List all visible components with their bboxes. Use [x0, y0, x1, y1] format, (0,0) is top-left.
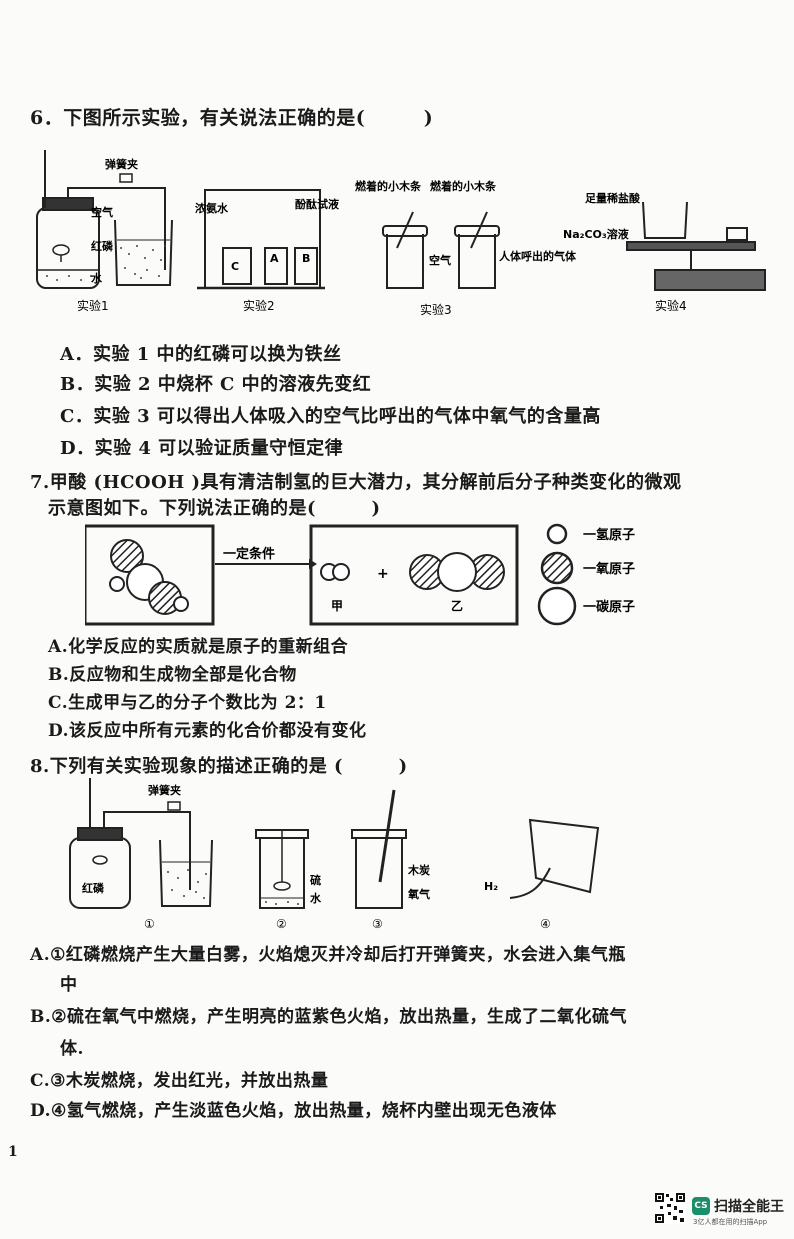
q6-option-a: A．实验 1 中的红磷可以换为铁丝	[60, 344, 342, 365]
q7-product2: 乙	[451, 599, 463, 613]
q7-option-d: D.该反应中所有元素的化合价都没有变化	[48, 721, 367, 741]
label-phenol: 酚酞试液	[295, 197, 340, 211]
q7-stem-line2: 示意图如下。下列说法正确的是( )	[48, 498, 381, 519]
q7-product1: 甲	[331, 599, 343, 613]
q8-caption-1: ①	[144, 917, 155, 931]
q6-stem: 6．下图所示实验，有关说法正确的是( )	[30, 107, 434, 129]
q8-label-oxygen: 氧气	[407, 887, 430, 901]
caption-exp3: 实验3	[420, 302, 452, 317]
label-red-phosphorus: 红磷	[91, 239, 114, 253]
label-spring-clip: 弹簧夹	[105, 157, 138, 171]
q8-option-a: A.①红磷燃烧产生大量白雾，火焰熄灭并冷却后打开弹簧夹，水会进入集气瓶	[30, 945, 626, 965]
label-conc-ammonia: 浓氨水	[195, 201, 229, 215]
q6-option-c: C．实验 3 可以得出人体吸入的空气比呼出的气体中氧气的含量高	[60, 406, 601, 427]
label-burning-stick-2: 燃着的小木条	[429, 179, 497, 193]
caption-exp2: 实验2	[243, 298, 275, 313]
caption-exp1: 实验1	[77, 298, 109, 313]
q7-plus: +	[377, 566, 389, 582]
q8-caption-3: ③	[372, 917, 383, 931]
q8-option-a-cont: 中	[60, 975, 78, 995]
q7-legend-c: 一碳原子	[583, 599, 635, 615]
q8-label-water: 水	[310, 891, 322, 905]
q6-figure: 弹簧夹 空气 红磷 水 实验1 浓氨水 酚酞试液 C A B 实验2 燃着的小木…	[36, 150, 766, 317]
q7-arrow-label: 一定条件	[223, 546, 275, 562]
q8-option-d: D.④氢气燃烧，产生淡蓝色火焰，放出热量，烧杯内壁出现无色液体	[30, 1101, 557, 1121]
brand-tagline: 3亿人都在用的扫描App	[693, 1218, 768, 1226]
label-na2co3: Na₂CO₃溶液	[563, 227, 630, 241]
label-enough-hcl: 足量稀盐酸	[585, 191, 641, 205]
q8-figure: 弹簧夹 红磷 硫 水 木炭 氧气 H₂ ① ② ③ ④	[69, 778, 600, 931]
q6-option-b: B．实验 2 中烧杯 C 中的溶液先变红	[60, 374, 372, 395]
label-beaker-a: A	[270, 252, 279, 265]
q7-option-a: A.化学反应的实质就是原子的重新组合	[48, 637, 349, 657]
camscanner-logo-icon: CS	[692, 1197, 710, 1215]
label-air-bottle: 空气	[429, 253, 451, 267]
label-water: 水	[91, 271, 103, 285]
q6-option-d: D．实验 4 可以验证质量守恒定律	[60, 438, 344, 459]
q8-label-h2: H₂	[484, 880, 498, 893]
label-burning-stick-1: 燃着的小木条	[354, 179, 422, 193]
q8-label-spring-clip: 弹簧夹	[148, 783, 181, 797]
caption-exp4: 实验4	[655, 298, 687, 313]
q7-figure: 一定条件 + 甲 乙 一氢原子 一氧原子 一碳原子	[85, 523, 635, 626]
q8-caption-2: ②	[276, 917, 287, 931]
q7-legend-o: 一氧原子	[583, 561, 635, 577]
brand-name: 扫描全能王	[714, 1199, 784, 1215]
q8-option-b: B.②硫在氧气中燃烧，产生明亮的蓝紫色火焰，放出热量，生成了二氧化硫气	[30, 1007, 628, 1027]
q7-legend-h: 一氢原子	[583, 527, 635, 543]
qr-code-icon	[654, 1192, 686, 1224]
label-beaker-c: C	[231, 260, 239, 273]
q8-label-sulfur: 硫	[310, 873, 321, 887]
q7-option-b: B.反应物和生成物全部是化合物	[48, 665, 297, 685]
page-number: 1	[8, 1144, 18, 1160]
label-exhaled: 人体呼出的气体	[499, 249, 577, 263]
q8-label-red-phosphorus: 红磷	[82, 881, 105, 895]
q8-caption-4: ④	[540, 917, 551, 931]
q8-option-c: C.③木炭燃烧，发出红光，并放出热量	[30, 1071, 329, 1091]
q8-option-b-cont: 体.	[60, 1039, 84, 1059]
q7-option-c: C.生成甲与乙的分子个数比为 2：1	[48, 693, 327, 713]
label-beaker-b: B	[302, 252, 310, 265]
q7-stem-line1: 7.甲酸 (HCOOH )具有清洁制氢的巨大潜力，其分解前后分子种类变化的微观	[30, 472, 682, 493]
q8-stem: 8.下列有关实验现象的描述正确的是 ( )	[30, 756, 408, 777]
label-air: 空气	[91, 205, 113, 219]
q8-label-charcoal: 木炭	[407, 863, 430, 877]
